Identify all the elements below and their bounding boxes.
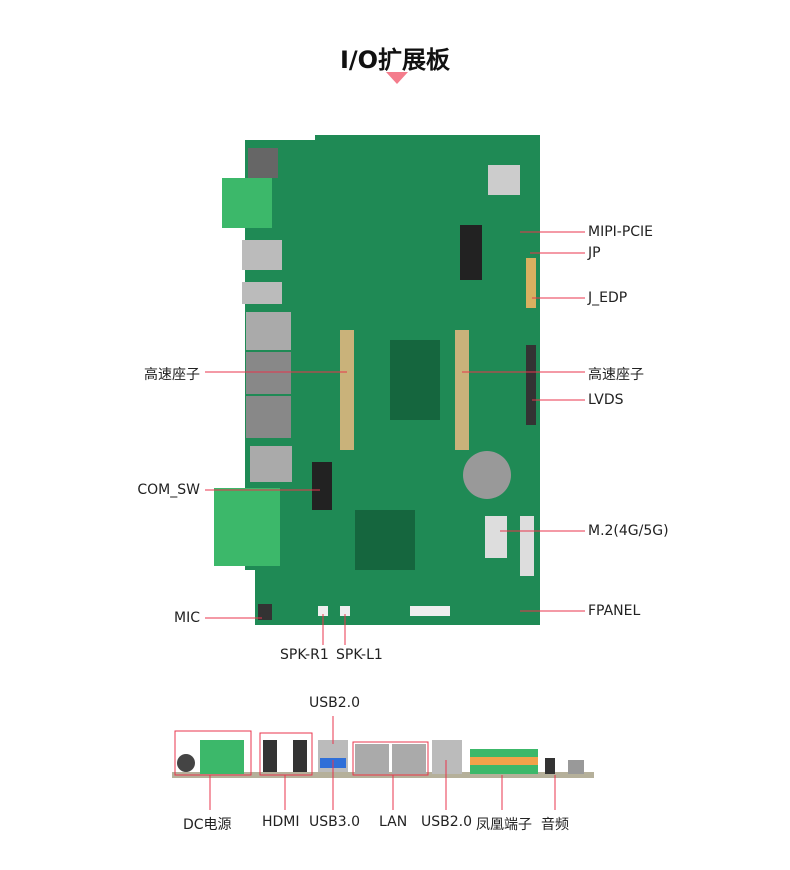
- hdmi-box: [259, 732, 313, 776]
- label-j-edp: J_EDP: [588, 290, 628, 306]
- label-hdmi: HDMI: [262, 814, 300, 830]
- label-dc-power: DC电源: [183, 817, 232, 833]
- label-com-sw: COM_SW: [137, 482, 200, 498]
- label-m2: M.2(4G/5G): [588, 523, 669, 539]
- label-phoenix-terminal: 凤凰端子: [476, 817, 532, 833]
- page-title: I/O扩展板: [339, 46, 451, 74]
- label-mic: MIC: [174, 610, 200, 626]
- label-hs-connector-right: 高速座子: [588, 367, 644, 383]
- label-usb3: USB3.0: [309, 814, 361, 830]
- label-usb2-bottom: USB2.0: [421, 814, 473, 830]
- pcb-board: [214, 135, 540, 625]
- label-lvds: LVDS: [588, 392, 624, 408]
- io-panel: [172, 740, 594, 778]
- title-down-arrow: [386, 72, 408, 84]
- label-audio: 音频: [541, 817, 569, 833]
- io-highlight-boxes: [174, 730, 429, 776]
- label-jp: JP: [588, 245, 601, 261]
- label-lan: LAN: [379, 814, 408, 830]
- label-spk-r1: SPK-R1: [280, 647, 329, 663]
- dc-box: [174, 730, 252, 776]
- label-fpanel: FPANEL: [588, 603, 641, 619]
- label-spk-l1: SPK-L1: [336, 647, 383, 663]
- leader-lines: [205, 231, 585, 645]
- io-leader-lines: [209, 716, 556, 810]
- label-usb2-top: USB2.0: [309, 695, 361, 711]
- label-hs-connector-left: 高速座子: [144, 367, 200, 383]
- label-mipi-pcie: MIPI-PCIE: [588, 224, 654, 240]
- lan-box: [352, 741, 429, 776]
